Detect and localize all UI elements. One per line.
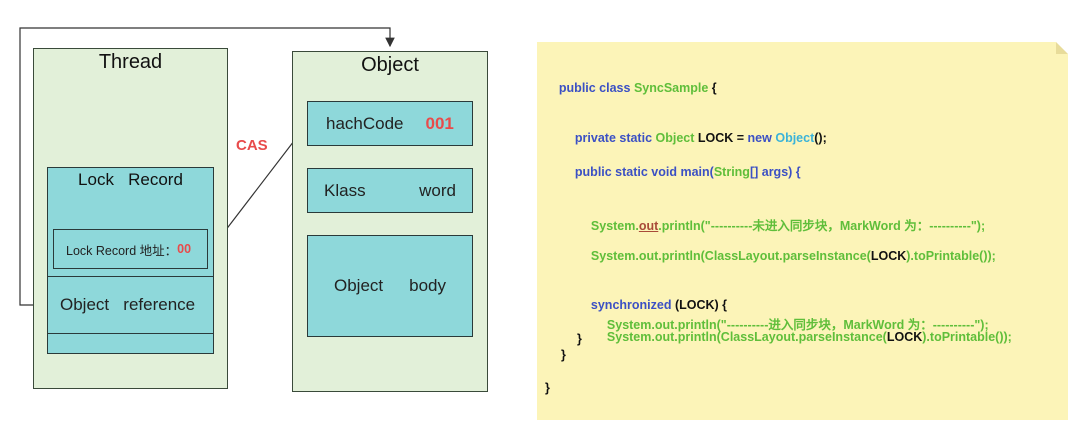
code-keyword: synchronized <box>590 298 672 312</box>
lock-record-address-value: 00 <box>177 242 192 256</box>
code-keyword: public static void <box>574 165 681 179</box>
object-reference-pointer-line <box>19 27 395 306</box>
object-body-field: Object body <box>307 235 473 337</box>
code-close-class: } <box>545 381 550 395</box>
code-keyword: private static <box>574 131 656 145</box>
code-close-main: } <box>561 348 566 362</box>
code-out-field: out <box>638 219 659 233</box>
code-text: System. <box>590 219 639 233</box>
code-text: (); <box>814 131 827 145</box>
object-reference-box: Object reference <box>47 276 214 334</box>
klass-word-label: word <box>419 180 456 200</box>
code-keyword: public class <box>558 81 634 95</box>
lock-record-title: Lock Record <box>78 170 183 189</box>
code-keyword: new <box>747 131 776 145</box>
lock-record-address-box: Lock Record 地址： 00 <box>53 229 208 269</box>
code-line-lock-field: private static Object LOCK = new Object(… <box>561 117 827 159</box>
code-class-name: SyncSample <box>633 81 709 95</box>
code-text: [] args) { <box>749 165 801 179</box>
code-brace: { <box>708 81 717 95</box>
hashcode-field: hachCode 001 <box>307 101 473 146</box>
code-text: .println("----------进入同步块，MarkWord 为：---… <box>674 318 989 332</box>
code-text: ).toPrintable()); <box>906 249 996 263</box>
body-label: Object <box>333 276 384 295</box>
object-title: Object <box>361 54 419 76</box>
klass-word-field: Klass word <box>307 168 473 213</box>
code-line-class: public class SyncSample { <box>545 67 717 109</box>
code-text: System.out.println(ClassLayout.parseInst… <box>606 330 887 344</box>
code-text: (LOCK) { <box>671 298 728 312</box>
note-fold-corner <box>1056 42 1068 54</box>
cas-label: CAS <box>236 137 268 154</box>
code-line-println-3: System.out.println("----------进入同步块，Mark… <box>593 300 989 347</box>
code-lock-arg: LOCK <box>886 330 923 344</box>
lock-record-box: Lock Record <box>47 167 214 354</box>
code-text: .println("----------未进入同步块，MarkWord 为：--… <box>658 219 986 233</box>
code-line-main: public static void main(String[] args) { <box>561 151 801 193</box>
code-method: main( <box>680 165 714 179</box>
code-line-println-4: System.out.println(ClassLayout.parseInst… <box>593 316 1012 358</box>
code-close-sync: } <box>577 332 582 346</box>
code-text: LOCK = <box>694 131 748 145</box>
thread-title: Thread <box>98 51 163 73</box>
code-line-synchronized: synchronized (LOCK) { <box>577 284 727 326</box>
code-line-println-2: System.out.println(ClassLayout.parseInst… <box>577 235 996 277</box>
hashcode-value: 001 <box>425 113 454 133</box>
body-word-label: body <box>409 276 446 295</box>
klass-label: Klass <box>324 180 366 200</box>
code-text: System. <box>606 318 655 332</box>
code-lock-arg: LOCK <box>870 249 907 263</box>
lock-record-address-label: Lock Record 地址： <box>66 243 178 258</box>
code-text: ).toPrintable()); <box>922 330 1012 344</box>
code-type: String <box>713 165 750 179</box>
code-note: public class SyncSample { private static… <box>537 42 1068 420</box>
object-reference-label: Object reference <box>60 295 196 314</box>
code-line-println-1: System.out.println("----------未进入同步块，Mar… <box>577 201 985 248</box>
code-out-field: out <box>654 318 675 332</box>
code-text: System.out.println(ClassLayout.parseInst… <box>590 249 871 263</box>
hashcode-label: hachCode <box>326 113 404 133</box>
code-type: Object <box>655 131 695 145</box>
code-constructor: Object <box>775 131 815 145</box>
